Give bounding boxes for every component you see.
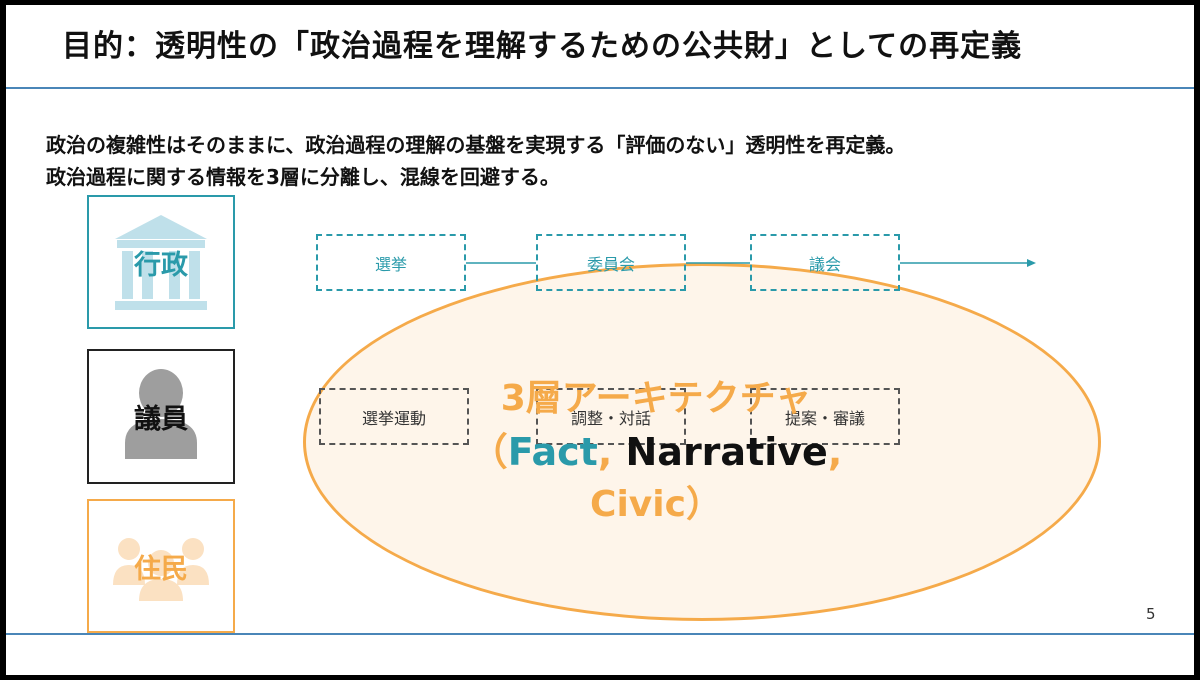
actor-government: 行政 — [87, 195, 235, 329]
layer-fact: Fact — [507, 430, 598, 474]
person-silhouette-icon — [125, 369, 197, 459]
architecture-ellipse — [303, 263, 1101, 621]
people-group-icon — [113, 538, 209, 601]
activity-box-campaign: 選挙運動 — [319, 388, 469, 445]
actor-label-government: 行政 — [134, 250, 188, 281]
lead-line-1: 政治の複雑性はそのままに、政治過程の理解の基盤を実現する「評価のない」透明性を再… — [46, 133, 906, 157]
process-box-committee: 委員会 — [536, 234, 686, 291]
page-title: 目的：透明性の「政治過程を理解するための公共財」としての再定義 — [62, 29, 1023, 64]
paren-open: （ — [469, 430, 508, 474]
actor-legislator: 議員 — [87, 349, 235, 484]
government-building-icon — [115, 215, 207, 310]
actor-label-resident: 住民 — [134, 554, 188, 585]
title-divider — [6, 87, 1194, 89]
layer-narrative: Narrative — [625, 430, 828, 474]
architecture-title: 3層アーキテクチャ — [500, 378, 812, 419]
process-box-election: 選挙 — [316, 234, 466, 291]
actor-label-legislator: 議員 — [134, 404, 188, 435]
lead-line-2: 政治過程に関する情報を3層に分離し、混線を回避する。 — [46, 165, 560, 189]
paren-close: ） — [685, 484, 722, 525]
slide: 目的：透明性の「政治過程を理解するための公共財」としての再定義 政治の複雑性はそ… — [6, 5, 1194, 675]
comma: , — [827, 430, 843, 474]
architecture-layers: （Fact, Narrative, — [446, 421, 866, 476]
layer-civic: Civic — [590, 484, 686, 525]
process-box-assembly: 議会 — [750, 234, 900, 291]
activity-box-coordination: 調整・対話 — [536, 388, 686, 445]
comma: , — [597, 430, 613, 474]
activity-box-deliberation: 提案・審議 — [750, 388, 900, 445]
page-number: 5 — [1146, 605, 1156, 623]
footer-divider — [6, 633, 1194, 635]
actor-resident: 住民 — [87, 499, 235, 633]
arrow-head-icon — [1027, 259, 1036, 267]
architecture-civic-line: Civic） — [566, 475, 746, 527]
